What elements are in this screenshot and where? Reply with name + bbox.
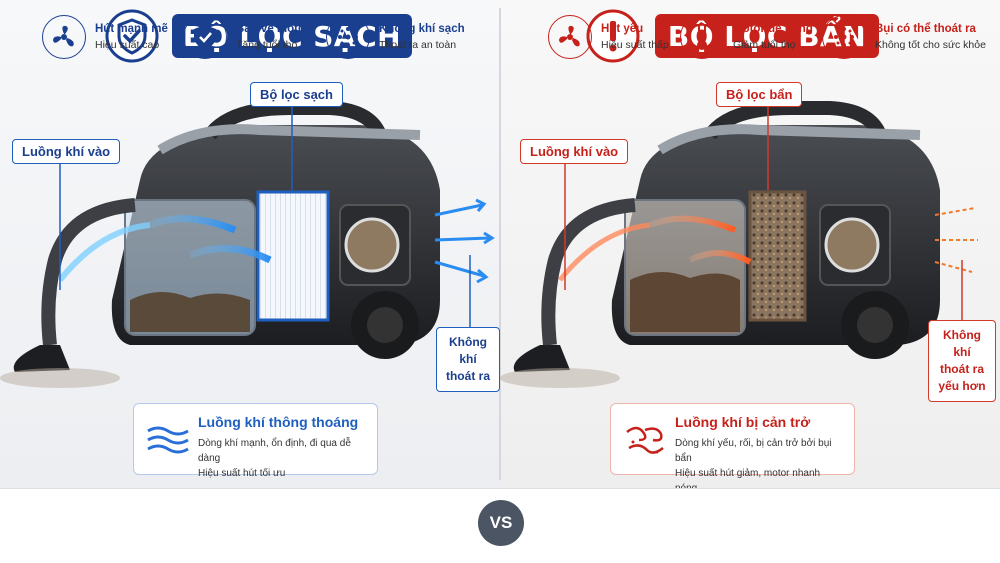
airflow-waves-icon [147,426,189,454]
feature-weak-suction: Hút yếu Hiệu suất thấp [548,8,669,66]
feature-motor-overheat: Motor dễ nóng Giảm tuổi thọ [680,8,813,66]
clean-vacuum [0,101,495,388]
thermometer-icon [680,15,724,59]
feature-sub: Giảm tuổi thọ [733,39,796,51]
clean-airflow-line1: Dòng khí mạnh, ổn định, đi qua dễ dàng [198,438,351,464]
feature-title: Không khí sạch [379,23,465,35]
shield-check-icon [105,9,159,63]
feature-strong-suction: Hút mạnh mẽ Hiệu suất cao [42,8,168,66]
air-out-label: Không khí thoát ra [436,327,500,392]
blocked-airflow-line1: Dòng khí yếu, rối, bị cản trở bởi bụi bẩ… [675,438,832,464]
clean-airflow-info: Luồng khí thông thoáng Dòng khí mạnh, ổn… [133,403,378,479]
shield-check-icon [183,15,227,59]
feature-sub: Hiệu suất cao [95,39,160,51]
turbulent-air-icon [626,426,664,454]
feature-title: Motor dễ nóng [733,23,813,35]
air-out-weaker-label: Không khí thoát ra yếu hơn [928,320,996,402]
feature-title: Hút mạnh mẽ [95,23,168,35]
versus-badge: VS [478,500,524,546]
air-out-line1: Không khí [449,335,487,366]
air-out-weaker-line1: Không khí [943,328,981,359]
feature-title: Hút yếu [601,23,644,35]
dirty-filter-label: Bộ lọc bẩn [716,82,803,107]
clean-airflow-line2: Hiệu suất hút tối ưu [198,468,286,479]
feature-sub: Không tốt cho sức khỏe [875,39,986,51]
airflow-in-label-dirty: Luồng khí vào [520,139,629,164]
panel-divider [499,8,501,480]
feature-motor-protection: Bảo vệ motor Tăng tuổi thọ [183,8,310,66]
feature-sub: Thoát ra an toàn [379,39,457,51]
air-out-line2: thoát ra [445,369,490,383]
clean-airflow-title: Luồng khí thông thoáng [198,414,359,430]
air-out-weaker-line3: yếu hơn [938,379,986,393]
feature-sub: Hiệu suất thấp [601,39,669,51]
blocked-airflow-title: Luồng khí bị cản trở [675,414,811,430]
air-out-weaker-line2: thoát ra [939,362,984,376]
dirty-vacuum [500,101,978,388]
dust-particles-icon [822,15,866,59]
clean-air-dots-icon [326,15,370,59]
fan-icon [42,15,86,59]
feature-title: Bảo vệ motor [236,23,310,35]
clean-filter-label: Bộ lọc sạch [250,82,343,107]
blocked-airflow-info: Luồng khí bị cản trở Dòng khí yếu, rối, … [610,403,855,494]
feature-clean-air: Không khí sạch Thoát ra an toàn [326,8,465,66]
feature-dust-escape: Bụi có thể thoát ra Không tốt cho sức kh… [822,8,986,66]
vacuum-illustrations [0,101,978,388]
airflow-in-label: Luồng khí vào [12,139,121,164]
feature-sub: Tăng tuổi thọ [236,39,298,51]
feature-title: Bụi có thể thoát ra [875,23,976,35]
fan-icon [548,15,592,59]
